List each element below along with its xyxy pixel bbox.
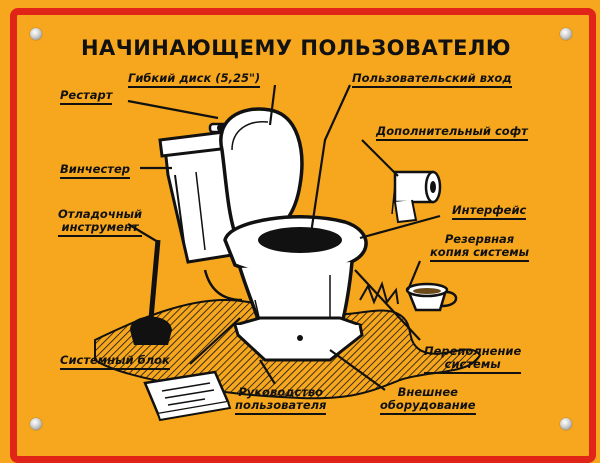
label-manual-line2: пользователя: [235, 399, 327, 415]
label-external-line1: Внешнее: [397, 385, 458, 399]
screw-top-right: [560, 28, 572, 40]
label-manual: Руководство пользователя: [235, 385, 327, 415]
label-floppy: Гибкий диск (5,25"): [128, 72, 261, 88]
label-interface: Интерфейс: [452, 204, 527, 220]
pointer-lines: [127, 84, 441, 391]
label-backup: Резервная копия системы: [430, 232, 530, 262]
sign-red-border: [10, 8, 596, 463]
label-overflow: Переполнение системы: [424, 344, 522, 374]
label-backup-line1: Резервная: [444, 232, 515, 246]
label-external: Внешнее оборудование: [380, 386, 476, 415]
label-debugger-line2: инструмент: [58, 221, 143, 237]
label-extra-soft: Дополнительный софт: [376, 125, 528, 141]
label-manual-line1: Руководство: [238, 385, 324, 399]
screw-bottom-left: [30, 418, 42, 430]
label-debugger: Отладочный инструмент: [58, 207, 143, 237]
toilet-paper-icon: [391, 170, 442, 224]
label-overflow-line1: Переполнение: [424, 344, 522, 358]
label-hdd: Винчестер: [60, 163, 130, 179]
label-overflow-line2: системы: [424, 358, 522, 374]
label-restart: Рестарт: [60, 89, 113, 105]
label-login: Пользовательский вход: [352, 72, 512, 88]
label-debugger-line1: Отладочный: [58, 207, 143, 221]
label-backup-line2: копия системы: [430, 246, 530, 262]
toilet-lid: [219, 107, 304, 238]
label-external-line2: оборудование: [380, 399, 476, 415]
label-system-unit: Системный блок: [60, 354, 170, 370]
plunger-icon: [130, 239, 172, 345]
screw-top-left: [30, 28, 42, 40]
book-icon: [143, 370, 232, 422]
page-title: НАЧИНАЮЩЕМУ ПОЛЬЗОВАТЕЛЮ: [80, 36, 512, 60]
mug-icon: [405, 282, 458, 312]
screw-bottom-right: [560, 418, 572, 430]
